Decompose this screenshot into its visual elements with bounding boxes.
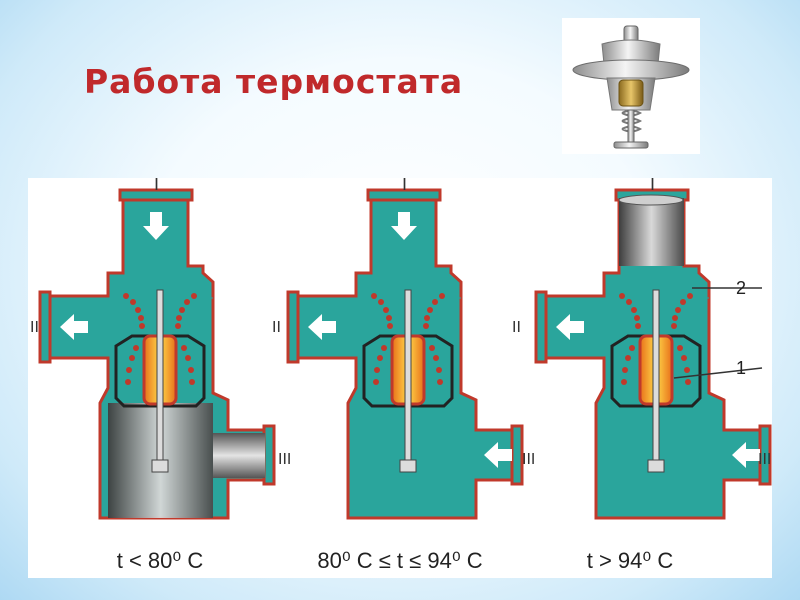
callout-1: 1: [736, 358, 746, 378]
callout-2: 2: [736, 278, 746, 298]
thermostat-diagram-2: [286, 188, 524, 520]
inlet-label-2: I: [402, 178, 407, 194]
thermostat-photo: [562, 18, 700, 154]
inlet-label-3: I: [650, 178, 655, 194]
outlet-left-label-1: II: [30, 319, 39, 336]
thermostat-diagram-1: [38, 188, 276, 520]
inlet-label-1: I: [154, 178, 159, 194]
outlet-right-label-3: III: [758, 451, 771, 468]
condition-label-1: t < 80⁰ C: [117, 548, 204, 573]
diagram-panel: I II III I II III I II III 2 1 t < 80⁰ C…: [28, 178, 772, 578]
outlet-left-label-2: II: [272, 319, 281, 336]
outlet-left-label-3: II: [512, 319, 521, 336]
slide-title: Работа термостата: [84, 62, 464, 101]
condition-label-3: t > 94⁰ C: [587, 548, 674, 573]
outlet-right-label-1: III: [278, 451, 291, 468]
thermostat-diagram-3: [534, 188, 772, 520]
outlet-right-label-2: III: [522, 451, 535, 468]
condition-label-2: 80⁰ C ≤ t ≤ 94⁰ C: [317, 548, 482, 573]
